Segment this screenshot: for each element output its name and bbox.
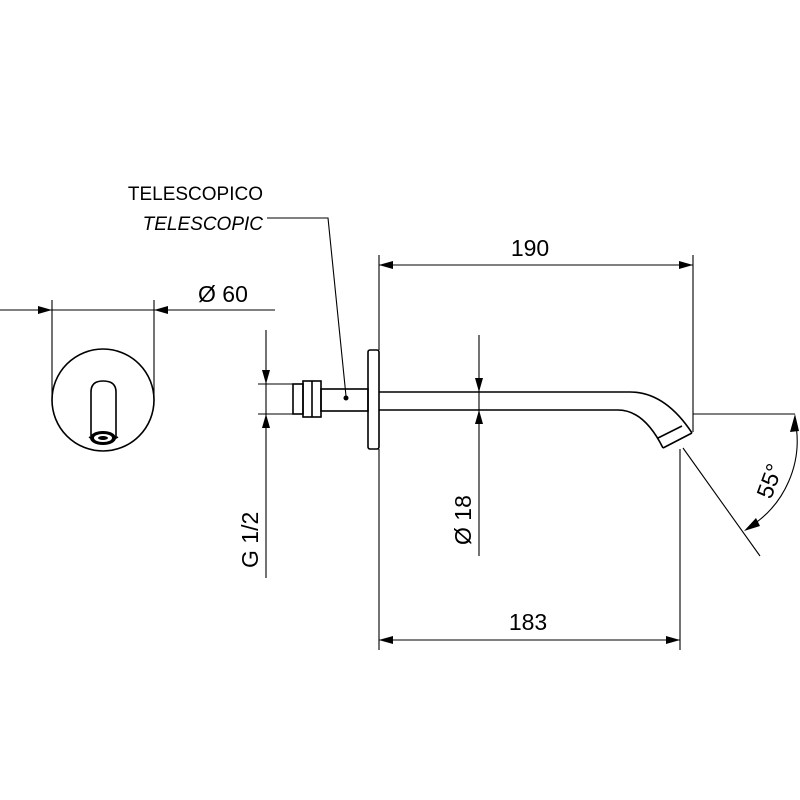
spout-diameter-label: Ø 18 xyxy=(450,495,476,545)
angle-arc xyxy=(747,419,798,529)
aerator-mesh-icon xyxy=(90,431,116,445)
projection-top-label: 190 xyxy=(511,235,549,261)
side-view: 190 183 G 1/2 Ø 18 55° TELESCOPICO TELES… xyxy=(128,184,799,650)
callout-label-english: TELESCOPIC xyxy=(143,214,264,235)
thread-connector xyxy=(292,383,304,415)
thread-label: G 1/2 xyxy=(237,512,263,568)
spout-tube xyxy=(379,391,693,449)
wall-plate xyxy=(367,349,380,450)
callout-label-italian: TELESCOPICO xyxy=(128,184,263,205)
angle-label: 55° xyxy=(751,460,787,502)
spout-outlet xyxy=(662,432,693,449)
flange-diameter-label: Ø 60 xyxy=(198,281,248,307)
projection-bottom-label: 183 xyxy=(509,609,547,635)
callout-leader xyxy=(267,217,347,397)
spout-front xyxy=(90,380,117,438)
front-view: Ø 60 xyxy=(0,281,275,452)
